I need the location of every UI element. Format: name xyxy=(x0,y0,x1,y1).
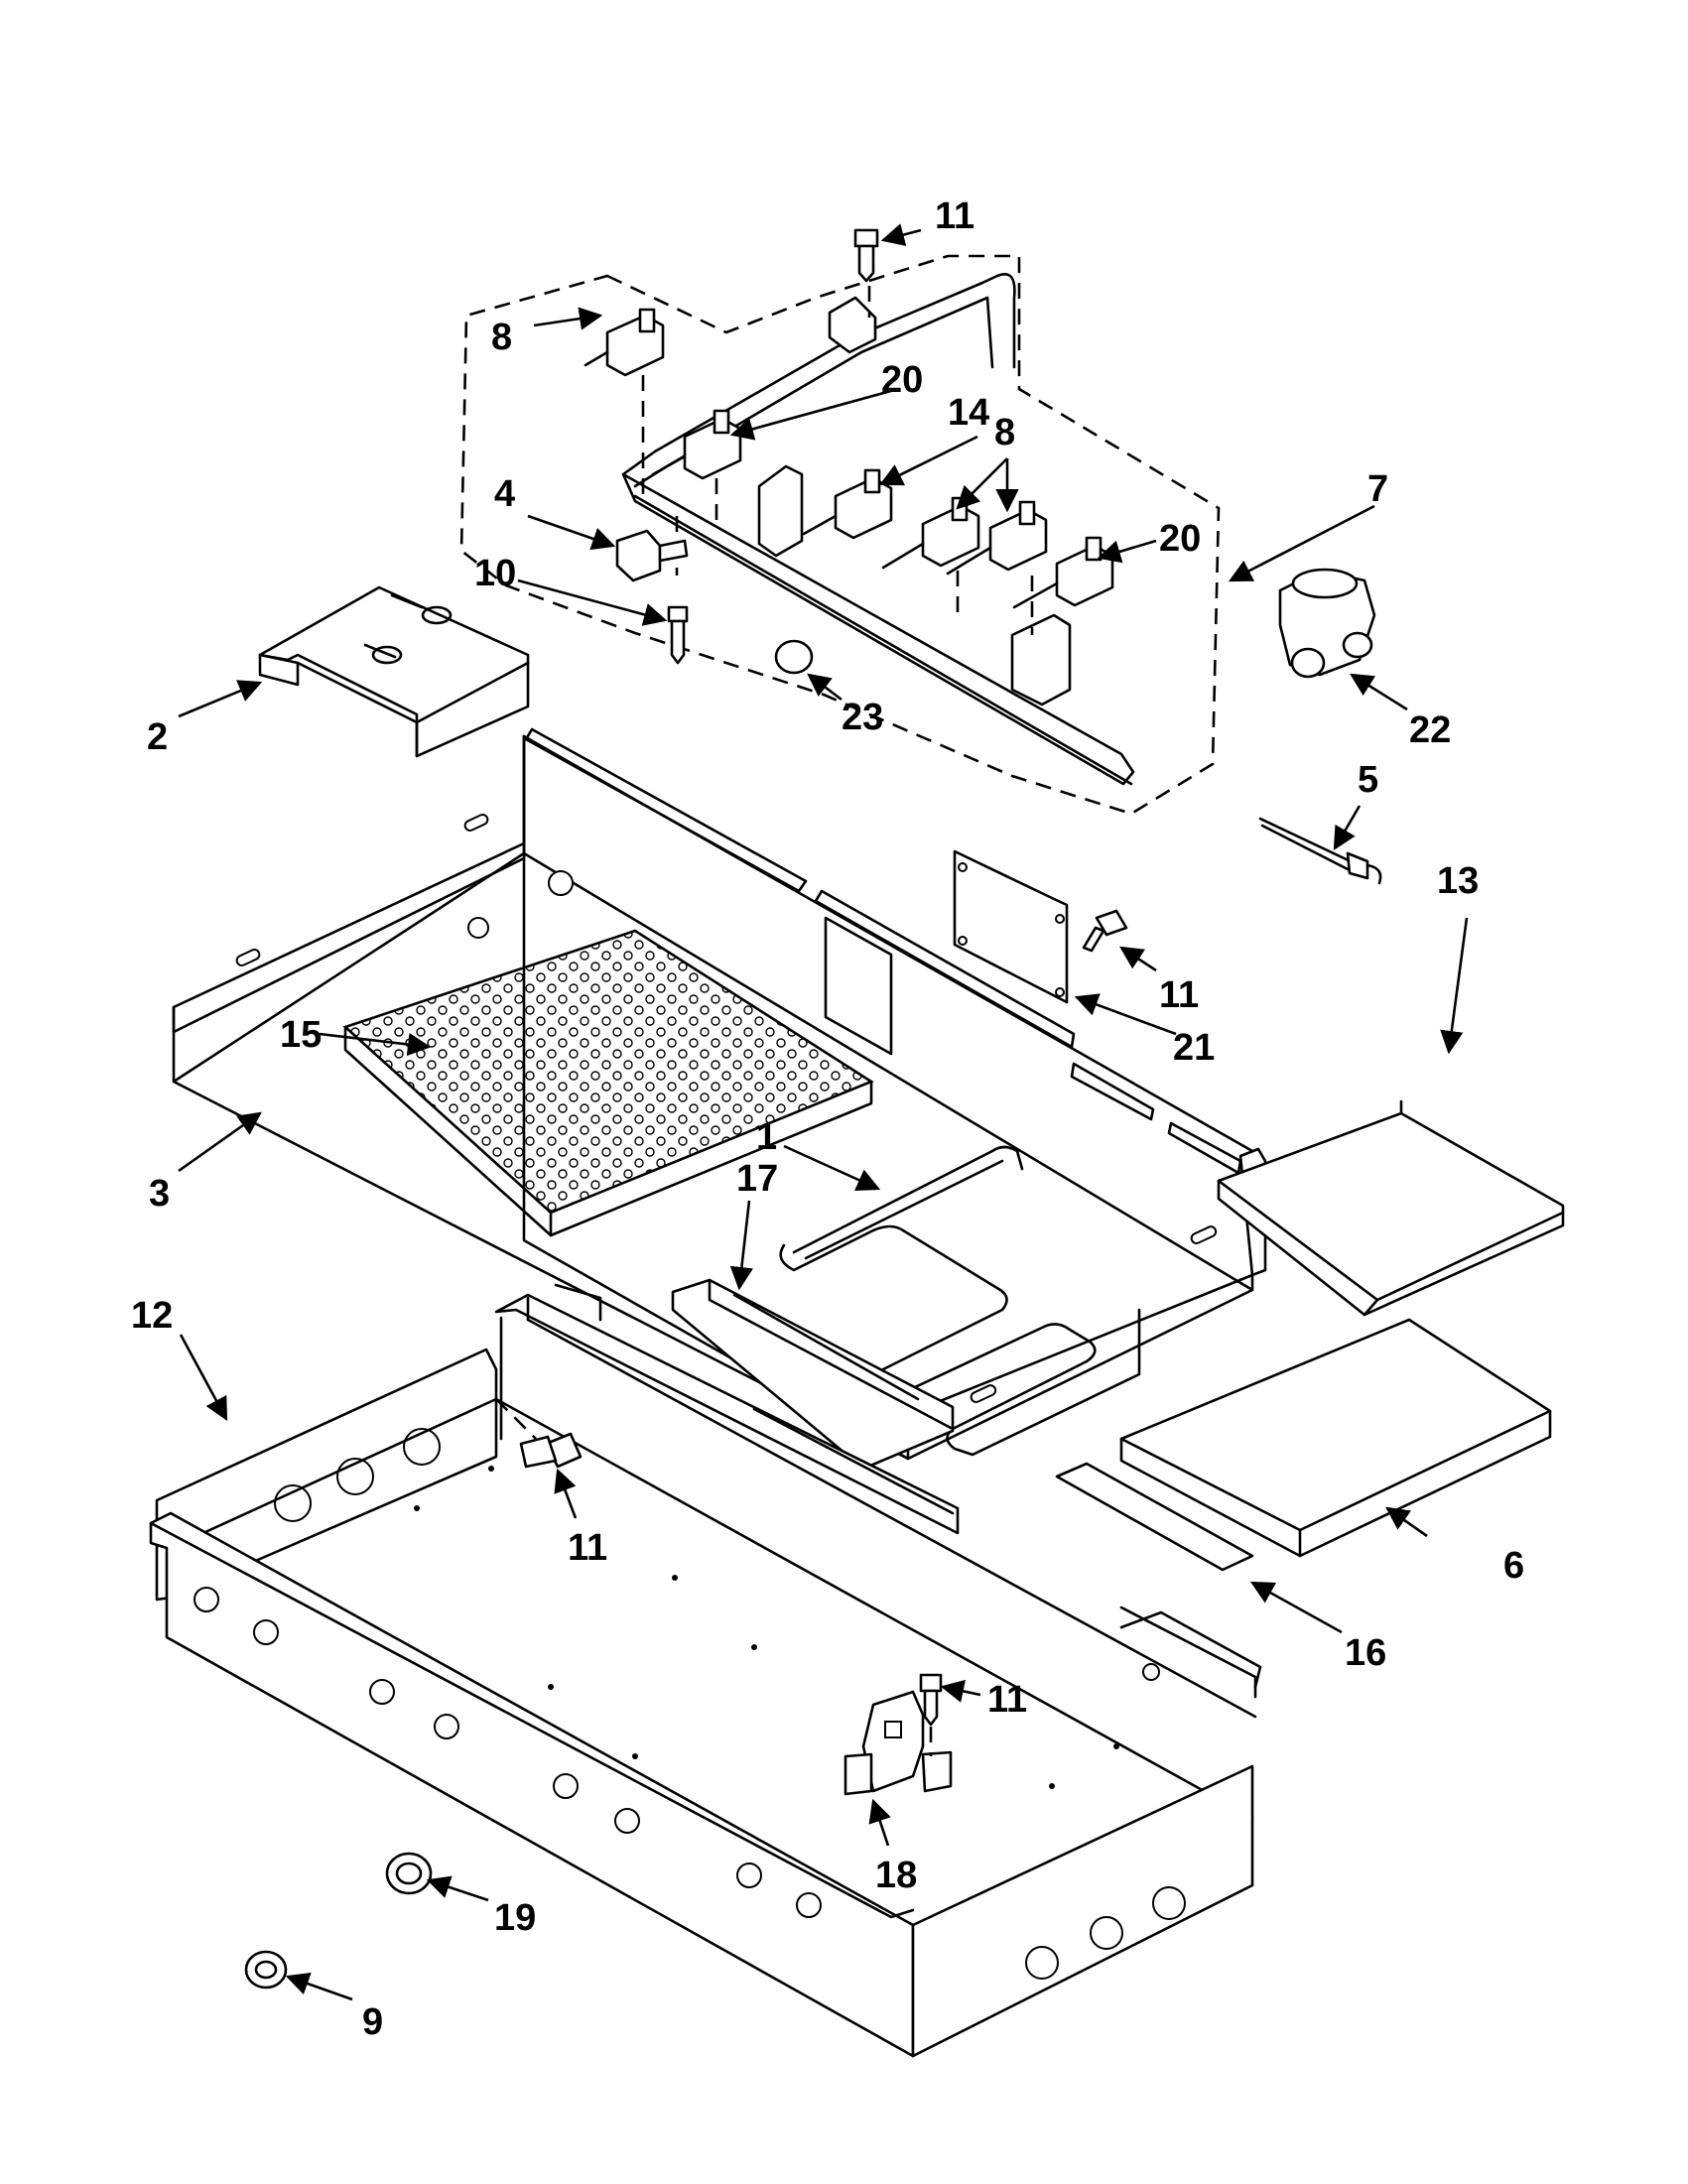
mounting-bracket-2 xyxy=(258,585,530,758)
callout-14: 14 xyxy=(948,392,989,434)
callout-labels: 11 8 20 14 8 20 7 4 10 2 23 22 5 13 11 2… xyxy=(131,195,1524,2043)
valve-8-right xyxy=(946,500,1048,576)
trim-strip-16 xyxy=(1055,1462,1254,1572)
callout-18: 18 xyxy=(875,1855,917,1896)
callout-11-top: 11 xyxy=(935,195,974,237)
cable-tie-5 xyxy=(1258,817,1382,885)
callout-5: 5 xyxy=(1358,759,1378,801)
mounting-clip-4 xyxy=(615,529,662,582)
griddle-plate-6 xyxy=(1119,1318,1552,1558)
callout-1: 1 xyxy=(756,1116,777,1158)
screw-11-top xyxy=(853,228,879,283)
callout-8-left: 8 xyxy=(491,317,512,358)
gas-regulator-22 xyxy=(1278,568,1376,679)
manifold-group-outline xyxy=(459,254,1221,816)
callout-15: 15 xyxy=(280,1014,322,1056)
callout-9: 9 xyxy=(362,2001,383,2043)
side-shelf-13 xyxy=(1217,1099,1565,1317)
screw-11-bracket-18 xyxy=(919,1673,943,1727)
callout-4: 4 xyxy=(494,473,515,515)
screw-11-base xyxy=(519,1432,583,1469)
burner-tray-3 xyxy=(172,727,1267,1461)
valve-8-middle xyxy=(881,496,980,570)
screw-11-panel xyxy=(1082,909,1128,953)
leader-lines xyxy=(178,223,1469,2001)
manifold-bracket-right xyxy=(1010,613,1072,707)
callout-13: 13 xyxy=(1437,860,1479,902)
callout-7: 7 xyxy=(1367,468,1388,510)
screw-10 xyxy=(667,605,689,665)
callout-11-panel: 11 xyxy=(1159,974,1199,1016)
callout-23: 23 xyxy=(842,697,883,738)
callout-19: 19 xyxy=(494,1897,536,1939)
callout-22: 22 xyxy=(1409,709,1451,751)
callout-2: 2 xyxy=(147,716,168,758)
callout-17: 17 xyxy=(736,1158,778,1200)
callout-11-bracket: 11 xyxy=(987,1679,1027,1721)
orifice-disc-23 xyxy=(774,639,814,675)
valve-14 xyxy=(802,468,893,540)
control-knob-19 xyxy=(385,1852,433,1895)
callout-12: 12 xyxy=(131,1295,173,1337)
callout-20-left: 20 xyxy=(881,359,923,401)
callout-20-right: 20 xyxy=(1159,518,1201,560)
control-knob-9 xyxy=(244,1950,288,1990)
access-panel-21 xyxy=(953,849,1128,1004)
valve-manifold-assembly xyxy=(459,228,1221,816)
callout-11-base: 11 xyxy=(568,1527,607,1569)
manifold-bracket-middle xyxy=(757,464,804,558)
drip-channel-17 xyxy=(671,1278,955,1471)
valve-20-left xyxy=(651,409,742,480)
callout-6: 6 xyxy=(1503,1545,1524,1587)
base-pan-12 xyxy=(149,1283,1262,2058)
valve-8-top-left xyxy=(584,308,665,377)
mounting-bracket-18 xyxy=(844,1690,953,1796)
ceramic-burner-15 xyxy=(342,929,874,1237)
callout-8-right: 8 xyxy=(994,412,1015,453)
callout-21: 21 xyxy=(1173,1027,1215,1069)
manifold-pipe xyxy=(621,273,1016,476)
callout-3: 3 xyxy=(149,1173,170,1215)
callout-10: 10 xyxy=(474,553,516,594)
callout-16: 16 xyxy=(1345,1632,1386,1674)
manifold-bracket-top xyxy=(828,296,877,354)
